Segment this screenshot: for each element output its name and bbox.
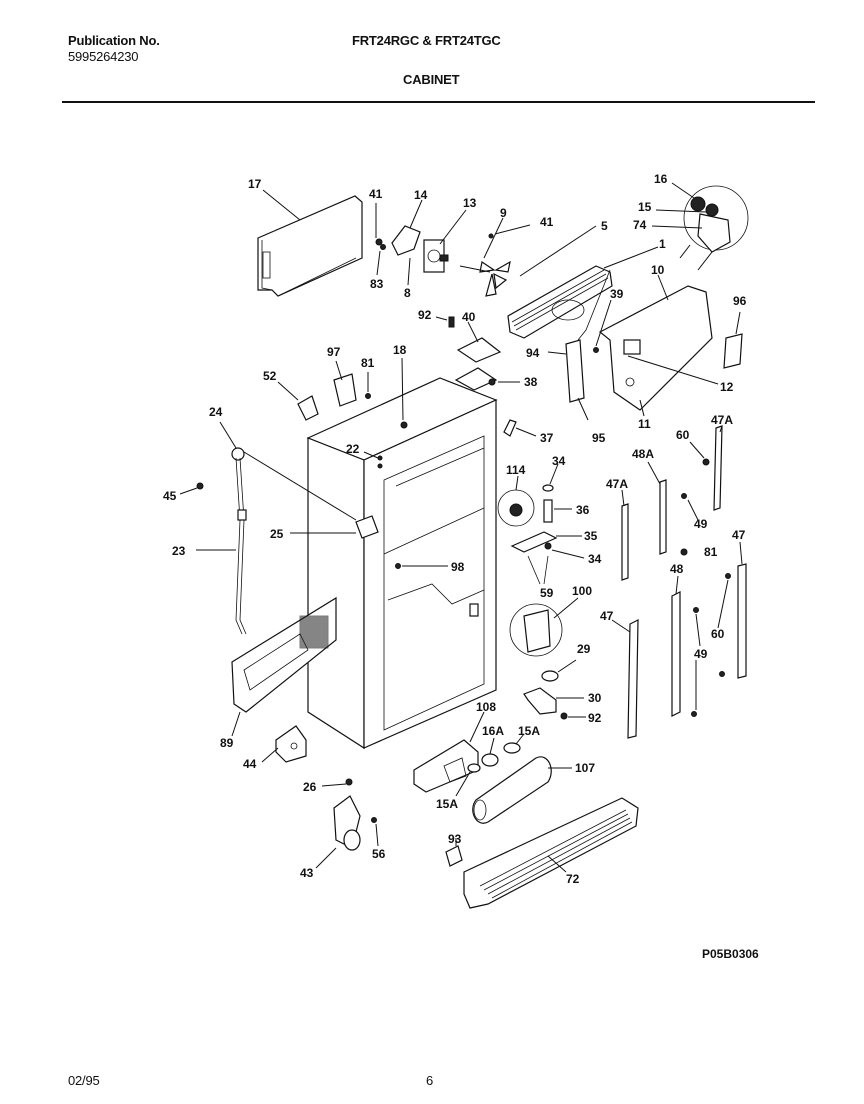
callout-17: 17	[248, 177, 262, 191]
callout-52: 52	[263, 369, 277, 383]
callout-56: 56	[372, 847, 386, 861]
callout-114: 114	[506, 463, 526, 477]
callout-37: 37	[540, 431, 554, 445]
callout-38: 38	[524, 375, 538, 389]
callout-30: 30	[588, 691, 602, 705]
callout-97: 97	[327, 345, 341, 359]
callout-108: 108	[476, 700, 496, 714]
callout-93: 93	[448, 832, 462, 846]
callout-15Ab: 15A	[436, 797, 458, 811]
callout-59: 59	[540, 586, 554, 600]
toe-grille-72-part	[463, 797, 639, 909]
callout-60: 60	[676, 428, 690, 442]
fan-blade-part	[459, 260, 511, 297]
callout-10: 10	[651, 263, 665, 277]
callout-89: 89	[220, 736, 234, 750]
callout-83: 83	[370, 277, 384, 291]
bracket-44-part	[275, 725, 307, 763]
callout-26: 26	[303, 780, 317, 794]
callout-43: 43	[300, 866, 314, 880]
callout-74: 74	[633, 218, 647, 232]
callout-14: 14	[414, 188, 428, 202]
footer-date: 02/95	[68, 1073, 100, 1088]
section-title: CABINET	[403, 72, 460, 87]
callout-107: 107	[575, 761, 595, 775]
callout-24: 24	[209, 405, 223, 419]
callout-92b: 92	[588, 711, 602, 725]
callout-16: 16	[654, 172, 668, 186]
callout-15A: 15A	[518, 724, 540, 738]
header-rule	[62, 101, 815, 103]
drain-tube-part	[231, 447, 247, 635]
evap-cover-part	[598, 285, 713, 411]
figure-code: P05B0306	[702, 947, 759, 961]
callout-40: 40	[462, 310, 476, 324]
callout-13: 13	[463, 196, 477, 210]
callout-1: 1	[659, 237, 666, 251]
callout-23: 23	[172, 544, 186, 558]
callout-98: 98	[451, 560, 465, 574]
callout-15: 15	[638, 200, 652, 214]
callout-47: 47	[732, 528, 746, 542]
callout-81: 81	[361, 356, 375, 370]
callout-95: 95	[592, 431, 606, 445]
rear-panel-part	[257, 195, 363, 297]
publication-number: 5995264230	[68, 49, 139, 64]
fan-motor-part	[423, 239, 449, 273]
light-assembly-part	[683, 185, 749, 253]
callout-36: 36	[576, 503, 590, 517]
callout-8: 8	[404, 286, 411, 300]
callout-49: 49	[694, 517, 708, 531]
callout-81b: 81	[704, 545, 718, 559]
callout-48: 48	[670, 562, 684, 576]
callout-49b: 49	[694, 647, 708, 661]
callout-18: 18	[393, 343, 407, 357]
callout-72: 72	[566, 872, 580, 886]
model-title: FRT24RGC & FRT24TGC	[352, 33, 501, 48]
callout-96: 96	[733, 294, 747, 308]
callout-34b: 34	[588, 552, 602, 566]
callout-11: 11	[638, 417, 651, 431]
callout-9: 9	[500, 206, 507, 220]
callout-35: 35	[584, 529, 598, 543]
callout-5: 5	[601, 219, 608, 233]
callout-47A: 47A	[711, 413, 733, 427]
callout-100: 100	[572, 584, 592, 598]
callout-41: 41	[369, 187, 383, 201]
light-shield-107-part	[472, 756, 552, 824]
callout-39: 39	[610, 287, 624, 301]
callout-41b: 41	[540, 215, 554, 229]
callout-92: 92	[418, 308, 432, 322]
roller-43-part	[333, 795, 361, 851]
cabinet-shell-part	[306, 377, 498, 750]
callout-16A: 16A	[482, 724, 504, 738]
evaporator-part	[507, 265, 613, 339]
callout-22: 22	[346, 442, 360, 456]
callout-12: 12	[720, 380, 734, 394]
page-number: 6	[426, 1073, 434, 1088]
callout-25: 25	[270, 527, 284, 541]
callout-45: 45	[163, 489, 177, 503]
callout-60b: 60	[711, 627, 725, 641]
callout-34: 34	[552, 454, 566, 468]
grille-panel-part	[231, 596, 337, 713]
callout-48A: 48A	[632, 447, 654, 461]
callout-47Ab: 47A	[606, 477, 628, 491]
trim-strips-part	[621, 425, 747, 739]
publication-label: Publication No.	[68, 33, 160, 48]
callout-29: 29	[577, 642, 591, 656]
callout-94: 94	[526, 346, 540, 360]
callout-44: 44	[243, 757, 257, 771]
callout-47b: 47	[600, 609, 614, 623]
